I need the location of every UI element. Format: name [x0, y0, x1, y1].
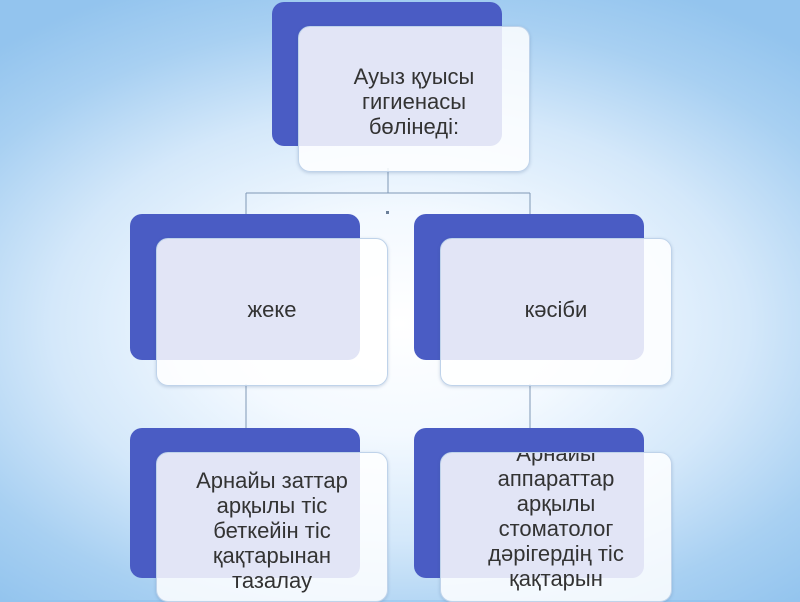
node-professional-label: кәсіби	[524, 296, 588, 322]
node-professional-box: кәсіби	[440, 238, 672, 386]
node-personal-label: жеке	[247, 296, 297, 322]
root-node: Ауыз қуысы гигиенасы бөлінеді:	[272, 2, 530, 172]
node-personal-detail-label: Арнайы заттар арқылы тіс беткейін тіс қа…	[196, 467, 348, 593]
node-personal-box: жеке	[156, 238, 388, 386]
root-node-box: Ауыз қуысы гигиенасы бөлінеді:	[298, 26, 530, 172]
node-professional-detail-box: Арнайы аппараттар арқылы стоматолог дәрі…	[440, 452, 672, 602]
small-dot-marker	[386, 211, 389, 214]
node-personal: жеке	[130, 214, 390, 388]
node-professional-detail-label: Арнайы аппараттар арқылы стоматолог дәрі…	[488, 452, 624, 591]
node-personal-detail-box: Арнайы заттар арқылы тіс беткейін тіс қа…	[156, 452, 388, 602]
node-personal-detail: Арнайы заттар арқылы тіс беткейін тіс қа…	[130, 428, 390, 602]
node-professional: кәсіби	[414, 214, 674, 388]
node-professional-detail: Арнайы аппараттар арқылы стоматолог дәрі…	[414, 428, 674, 602]
root-node-label: Ауыз қуысы гигиенасы бөлінеді:	[353, 63, 475, 139]
